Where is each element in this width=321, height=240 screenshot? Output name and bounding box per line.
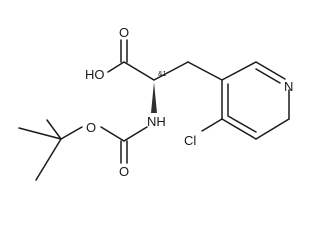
hashed-wedge-alpha-nh [151, 82, 157, 113]
ring-bond-c6-c5 [255, 118, 290, 140]
bond-alpha-to-ch2 [153, 61, 189, 81]
atom-label-cl: Cl [184, 133, 196, 148]
atom-label-nh: NH [147, 114, 166, 129]
molecule-drawing: O HO &1 NH O O N Cl [18, 25, 293, 181]
bond-c4-cl [201, 118, 223, 132]
atom-label-o-acid: O [119, 25, 129, 40]
ring-bond-c5-c4-inner [227, 115, 257, 133]
structure-canvas: O HO &1 NH O O N Cl [18, 25, 293, 181]
ring-bond-c2-n-outer [255, 61, 286, 80]
bond-acid-hydroxyl [107, 61, 125, 73]
ring-bond-c3-c2 [221, 61, 257, 81]
ring-bond-c2-n-inner [255, 68, 281, 84]
atom-label-hydroxyl: HO [85, 67, 105, 82]
bond-ester-o-to-tbu [60, 126, 83, 140]
atom-label-o-ester: O [86, 120, 96, 135]
bond-tbu-methyl-left [18, 127, 62, 140]
atom-label-o-carbamate: O [119, 164, 129, 179]
stereo-flag-label: &1 [158, 71, 167, 78]
bond-nh-to-carbonyl [123, 126, 148, 142]
ring-bond-c5-c4-outer [221, 118, 257, 140]
bond-tbu-methyl-down [35, 138, 62, 181]
bond-ch2-to-ring [187, 61, 223, 81]
bond-carbonyl-to-ester-o [100, 126, 125, 142]
bond-acid-to-alpha [123, 61, 155, 81]
atom-label-n-pyridine: N [284, 79, 293, 94]
bond-tbu-methyl-up [46, 119, 62, 140]
